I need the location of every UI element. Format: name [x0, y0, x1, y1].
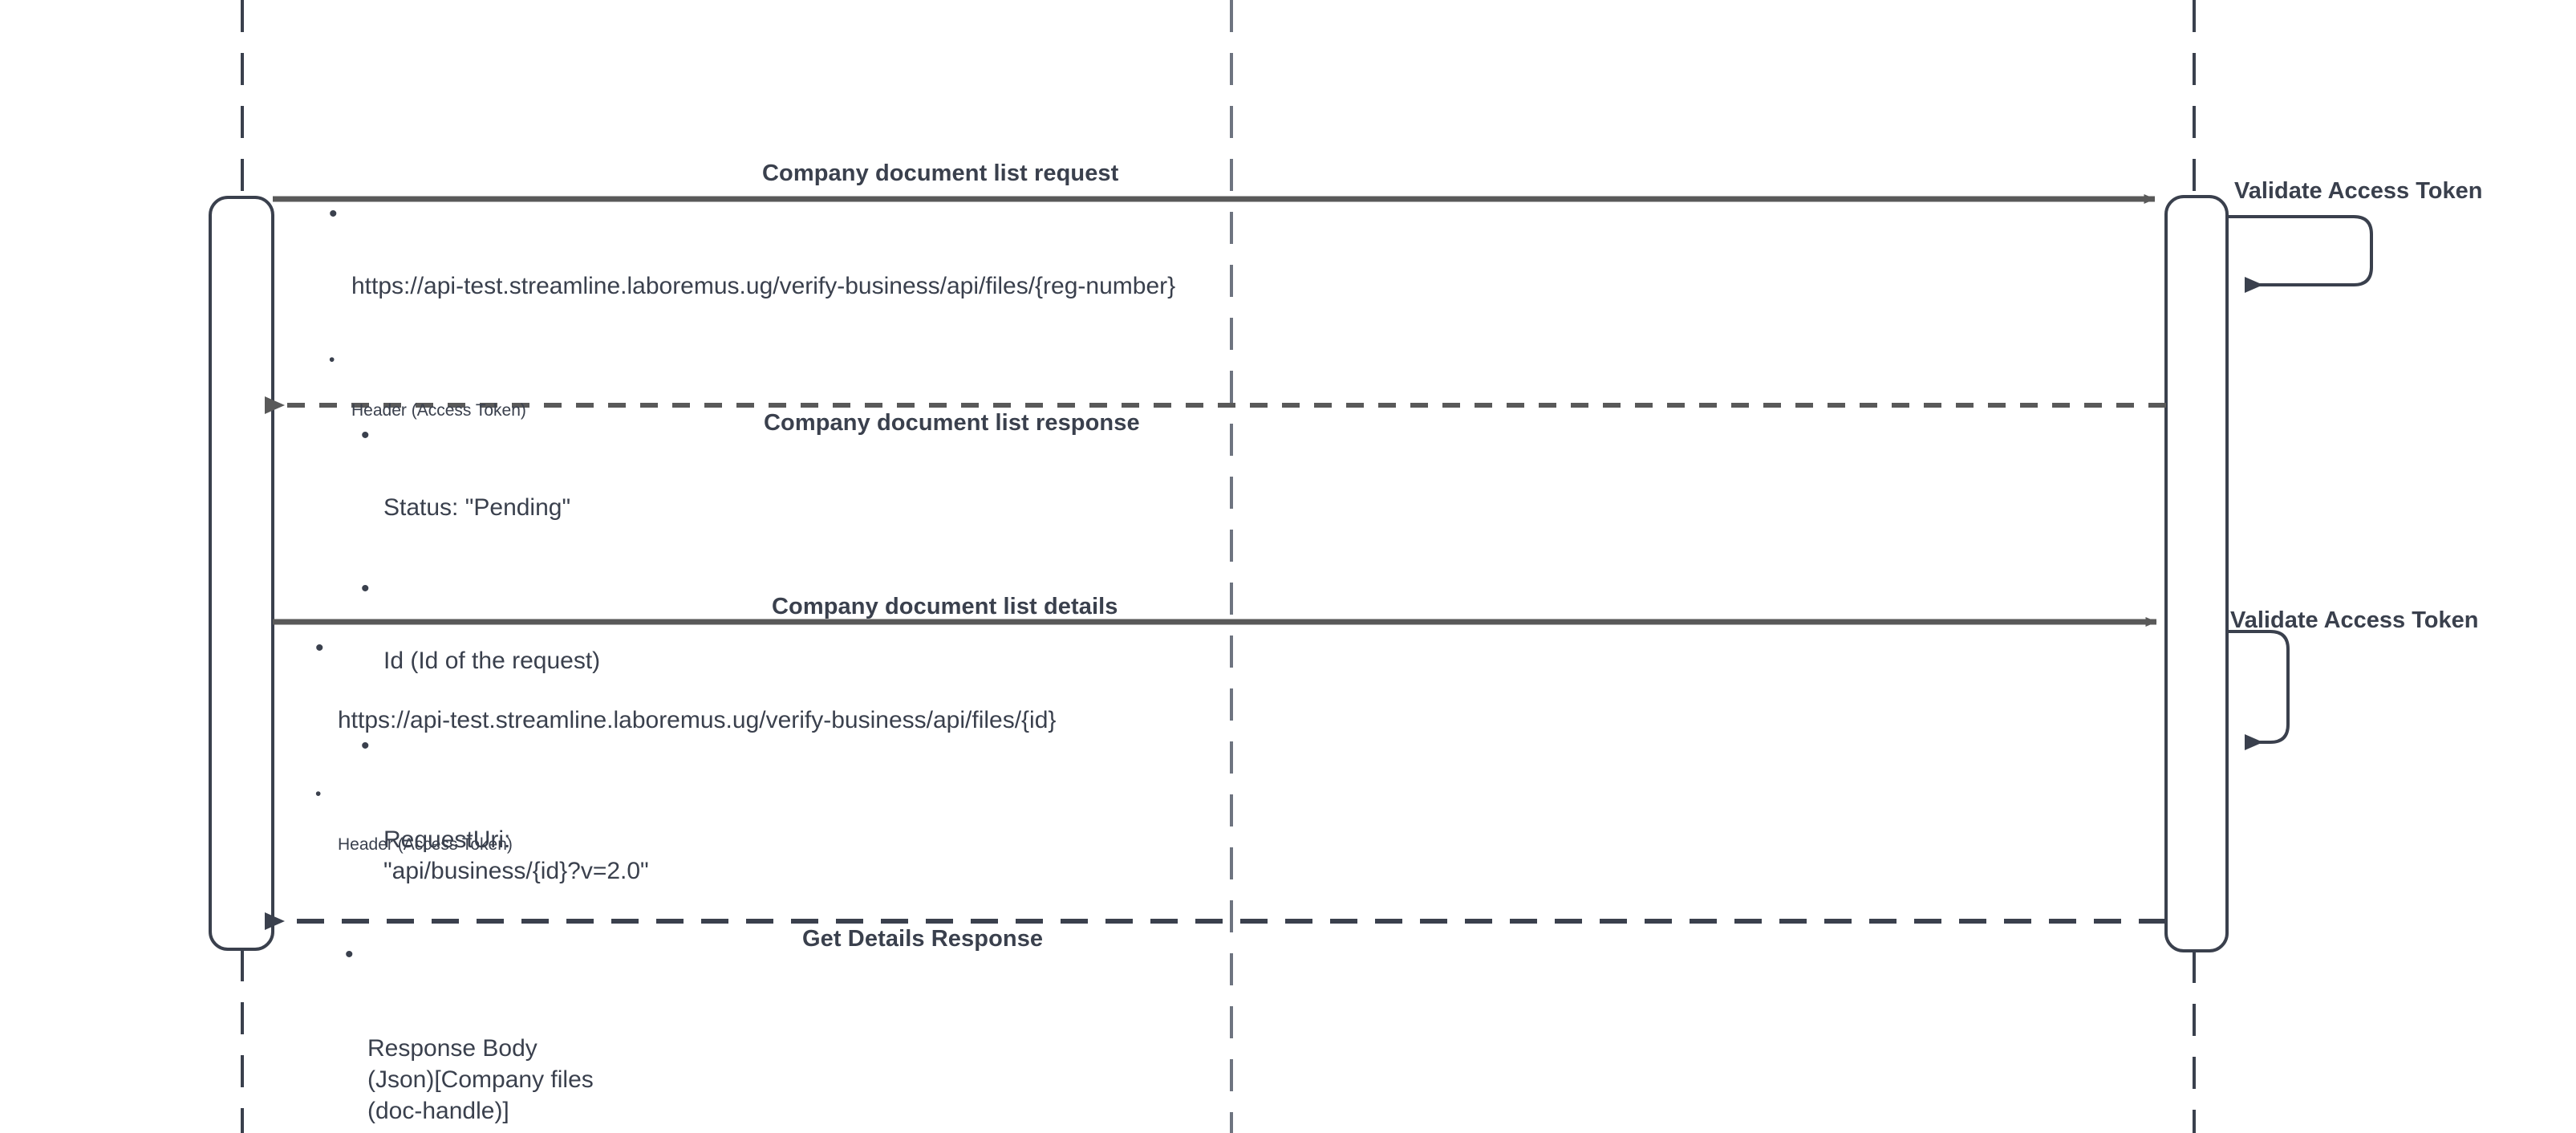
bullet-item: • RequestUri: "api/business/{id}?v=2.0": [361, 730, 649, 949]
self-messages-group: [2227, 215, 2373, 750]
bullet-dot-icon: •: [329, 201, 338, 227]
server-activation-bar: [2164, 195, 2229, 952]
note-request-note-2: • https://api-test.streamline.laboremus.…: [315, 636, 1056, 887]
self-loop-validate-access-token-1: [2227, 215, 2373, 293]
self-message-label-validate-access-token-2: Validate Access Token: [2230, 607, 2479, 633]
bullet-item: • Header (Access Token): [315, 785, 513, 854]
bullet-dot-icon: •: [361, 422, 370, 449]
bullet-item: • Status: "Pending": [361, 422, 571, 521]
bullet-dot-icon: •: [315, 635, 324, 661]
bullet-item: • Id (Id of the request): [361, 575, 601, 674]
note-response-note-1: • Status: "Pending" • Id (Id of the requ…: [361, 424, 649, 949]
bullet-item: • Response Body (Json)[Company files (do…: [345, 939, 594, 1133]
activations-group: [209, 195, 2229, 952]
bullet-item: • https://api-test.streamline.laboremus.…: [315, 635, 1057, 733]
bullet-dot-icon: •: [361, 733, 370, 759]
lifelines-group: [241, 0, 2196, 1133]
bullet-item: • Header (Access Token): [329, 351, 526, 420]
message-label-company-document-list-details: Company document list details: [772, 594, 1118, 619]
message-label-company-document-list-response: Company document list response: [764, 410, 1140, 436]
message-label-company-document-list-request: Company document list request: [762, 160, 1119, 186]
bullet-dot-icon: •: [345, 941, 354, 968]
bullet-dot-icon: •: [329, 351, 335, 369]
self-loop-validate-access-token-2: [2227, 630, 2290, 750]
bullet-dot-icon: •: [315, 785, 322, 803]
messages-group: [265, 194, 2166, 930]
bullet-item: • https://api-test.streamline.laboremus.…: [329, 201, 1176, 299]
client-activation-bar: [209, 196, 274, 951]
self-message-label-validate-access-token-1: Validate Access Token: [2234, 178, 2483, 204]
bullet-dot-icon: •: [361, 575, 370, 602]
note-request-note-1: • https://api-test.streamline.laboremus.…: [329, 202, 1175, 453]
note-response-note-2: • Response Body (Json)[Company files (do…: [345, 939, 594, 1133]
message-label-get-details-response: Get Details Response: [802, 926, 1044, 952]
